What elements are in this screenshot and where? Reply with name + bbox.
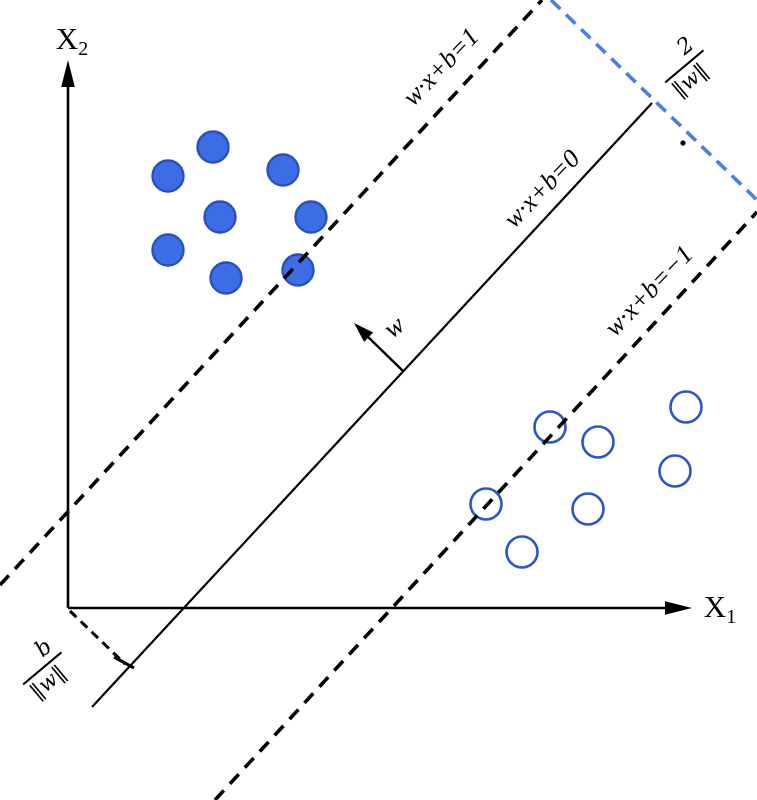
- x-axis-label-sub: 1: [726, 606, 737, 628]
- negative-sample-point: [571, 492, 605, 526]
- margin-line-plus-one: [0, 0, 544, 587]
- x-axis-label: X1: [704, 591, 736, 627]
- small-dot-mark: [680, 140, 686, 146]
- negative-sample-point: [505, 535, 539, 569]
- negative-sample-point: [581, 425, 615, 459]
- bias-offset-end-tick: [113, 655, 135, 670]
- positive-sample-point: [294, 200, 328, 234]
- negative-sample-point: [658, 454, 692, 488]
- y-axis-label-sub: 2: [78, 38, 89, 60]
- margin-width-dashed-line: [549, 0, 757, 202]
- decision-boundary-line: [91, 102, 653, 708]
- x-axis-label-base: X: [703, 589, 727, 624]
- weight-vector-arrow: [365, 334, 404, 372]
- x-axis-arrowhead: [665, 601, 692, 615]
- positive-sample-point: [209, 261, 243, 295]
- negative-sample-point: [533, 410, 567, 444]
- bias-offset-dashed-segment: [68, 609, 127, 666]
- positive-sample-point: [203, 200, 237, 234]
- positive-sample-point: [196, 130, 230, 164]
- positive-sample-point: [281, 253, 315, 287]
- weight-vector-arrowhead: [354, 323, 374, 342]
- y-axis-label-base: X: [55, 21, 79, 56]
- y-axis-arrowhead: [61, 60, 75, 87]
- positive-sample-point: [151, 233, 185, 267]
- positive-sample-point: [266, 153, 300, 187]
- sample-points-layer: [151, 130, 703, 569]
- negative-sample-point: [669, 390, 703, 424]
- y-axis-label: X2: [56, 23, 88, 59]
- margin-line-minus-one: [213, 210, 757, 800]
- positive-sample-point: [151, 159, 185, 193]
